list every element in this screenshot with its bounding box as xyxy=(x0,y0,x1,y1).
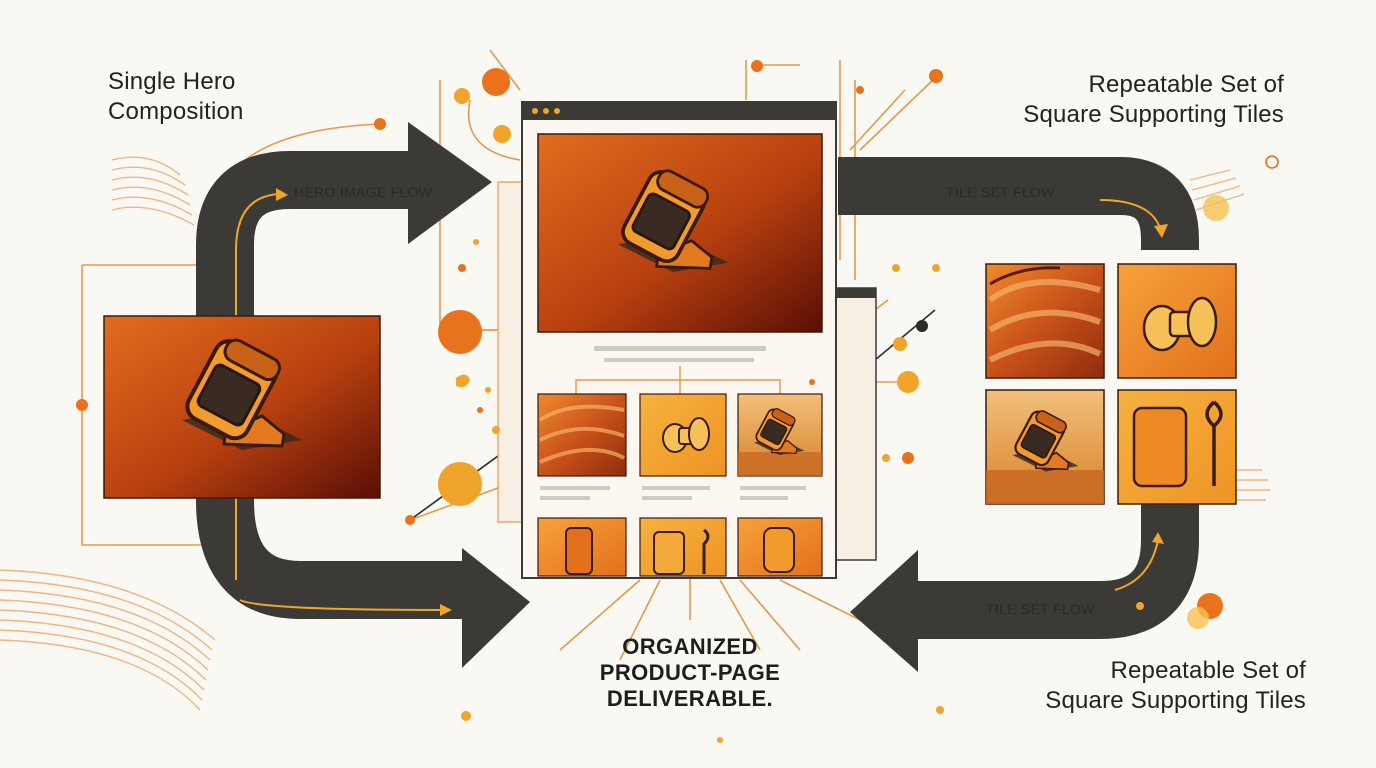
hero-image xyxy=(103,315,381,499)
tile-room xyxy=(985,389,1105,505)
tile-arrow-head-bottom xyxy=(850,550,918,672)
decorative-dots xyxy=(76,60,1279,743)
mockup-tile-room xyxy=(737,393,823,477)
tile-flow-arrow xyxy=(838,157,1199,639)
control-knob-icon xyxy=(1142,296,1218,352)
tile-knob xyxy=(1117,263,1237,379)
tile-flow-label-top: TILE SET FLOW xyxy=(946,184,1055,200)
control-knob-icon xyxy=(662,417,710,453)
deliverable-label: ORGANIZED PRODUCT-PAGE DELIVERABLE. xyxy=(599,634,781,711)
hero-flow-arrow xyxy=(196,151,470,619)
tile-set xyxy=(985,263,1237,505)
hero-arrow-head-top xyxy=(408,122,492,244)
flow-direction-arrows xyxy=(235,188,1168,616)
lanyard-icon xyxy=(1205,400,1223,486)
hero-heading: Single Hero Composition xyxy=(108,68,244,125)
tile-fabric xyxy=(985,263,1105,379)
mockup-tile-knob xyxy=(639,393,727,477)
tiles-heading-bottom: Repeatable Set of Square Supporting Tile… xyxy=(1045,657,1306,714)
mockup-tile-phone xyxy=(537,517,627,577)
phone-case-icon xyxy=(1132,406,1188,488)
tile-flow-label-bottom: TILE SET FLOW xyxy=(986,601,1095,617)
mockup-tile-fabric xyxy=(537,393,627,477)
mockup-tile-lanyard xyxy=(639,517,727,577)
tile-accessories xyxy=(1117,389,1237,505)
mockup-tile-case xyxy=(737,517,823,577)
hero-flow-label: HERO IMAGE FLOW xyxy=(294,184,433,200)
hero-arrow-head-bottom xyxy=(462,548,530,668)
tiles-heading-top: Repeatable Set of Square Supporting Tile… xyxy=(1023,71,1284,128)
browser-dots-icon xyxy=(532,108,560,114)
product-page-mockup xyxy=(497,101,877,579)
